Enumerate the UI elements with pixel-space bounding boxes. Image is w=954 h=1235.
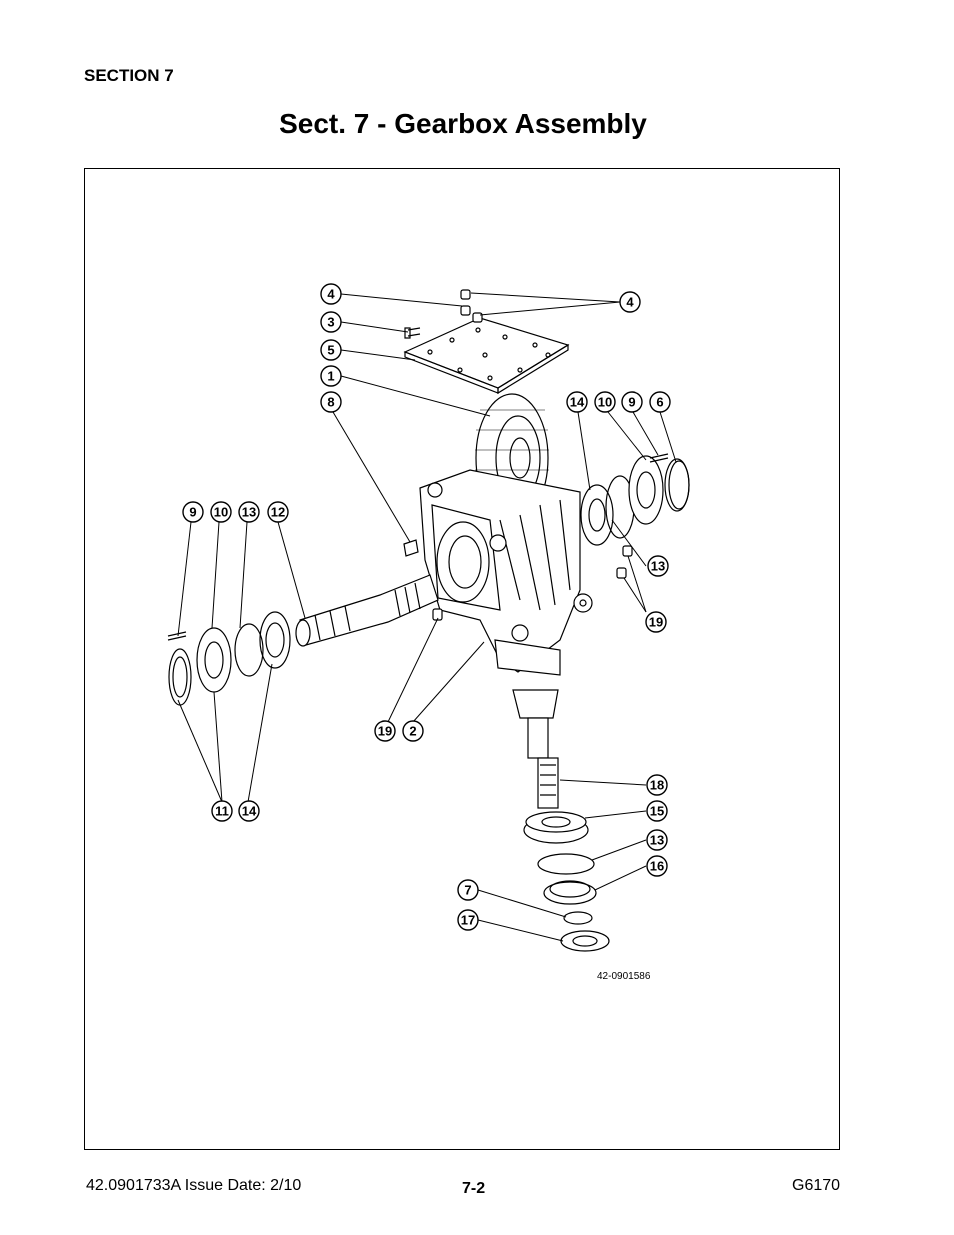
callout-8 xyxy=(320,391,342,413)
right-seal-stack-parts xyxy=(580,453,690,546)
callout-16 xyxy=(646,855,668,877)
callout-6 xyxy=(649,391,671,413)
callout-18-label: 18 xyxy=(650,778,664,793)
callout-13-left-label: 13 xyxy=(242,505,256,520)
callout-14-left xyxy=(238,800,260,822)
diagram-frame xyxy=(84,168,840,1150)
callout-11-label: 11 xyxy=(215,804,229,819)
callout-12 xyxy=(267,501,289,523)
leader-lines xyxy=(177,292,677,942)
callout-10-right xyxy=(594,391,616,413)
callout-7 xyxy=(457,879,479,901)
callout-14-right-label: 14 xyxy=(570,395,585,410)
gearbox-housing-part xyxy=(419,469,593,676)
callout-14-left-label: 14 xyxy=(242,804,257,819)
section-label: SECTION 7 xyxy=(84,66,174,85)
callout-10-left-label: 10 xyxy=(214,505,228,520)
callout-10-left xyxy=(210,501,232,523)
callout-13-bottom xyxy=(646,829,668,851)
callout-6-label: 6 xyxy=(656,395,663,410)
left-seal-stack-parts xyxy=(167,611,291,706)
callout-15 xyxy=(646,800,668,822)
plug-parts-top xyxy=(404,289,483,339)
callout-1 xyxy=(320,365,342,387)
lower-bearing-parts xyxy=(523,811,610,952)
callout-4-left xyxy=(320,283,342,305)
callout-17 xyxy=(457,909,479,931)
callout-16-label: 16 xyxy=(650,859,664,874)
callout-13-right xyxy=(647,555,669,577)
callout-3-label: 3 xyxy=(327,315,334,330)
callout-12-label: 12 xyxy=(271,505,285,520)
breather-part xyxy=(403,539,419,557)
callout-9-right xyxy=(621,391,643,413)
page-title: Sect. 7 - Gearbox Assembly xyxy=(279,108,647,139)
callout-17-label: 17 xyxy=(461,913,475,928)
callout-15-label: 15 xyxy=(650,804,664,819)
drawing-number: 42-0901586 xyxy=(597,971,651,982)
callout-1-label: 1 xyxy=(327,369,334,384)
callout-2-label: 2 xyxy=(409,724,416,739)
callout-9-right-label: 9 xyxy=(628,395,635,410)
callout-5 xyxy=(320,339,342,361)
callout-3 xyxy=(320,311,342,333)
callout-19-bottom-label: 19 xyxy=(378,724,392,739)
callout-9-left xyxy=(182,501,204,523)
callout-13-left xyxy=(238,501,260,523)
callout-19-right xyxy=(645,611,667,633)
callout-19-bottom xyxy=(374,720,396,742)
callout-13-bottom-label: 13 xyxy=(650,833,664,848)
callout-11 xyxy=(211,800,233,822)
footer-page-number: 7-2 xyxy=(462,1180,486,1197)
pinion-shaft-part xyxy=(512,689,559,809)
callout-5-label: 5 xyxy=(327,343,334,358)
callout-8-label: 8 xyxy=(327,395,334,410)
callout-4-right xyxy=(619,291,641,313)
gearbox-exploded-diagram: 4 4 3 5 1 8 14 10 9 6 13 19 9 10 13 12 1… xyxy=(167,283,690,982)
callout-4-left-label: 4 xyxy=(327,287,335,302)
callout-14-right xyxy=(566,391,588,413)
callout-18 xyxy=(646,774,668,796)
callout-4-right-label: 4 xyxy=(626,295,634,310)
input-shaft-part xyxy=(295,574,439,647)
callout-13-right-label: 13 xyxy=(651,559,665,574)
footer-doc-issue: 42.0901733A Issue Date: 2/10 xyxy=(86,1177,302,1194)
callout-19-right-label: 19 xyxy=(649,615,663,630)
plug-parts-right xyxy=(616,545,633,579)
callout-10-right-label: 10 xyxy=(598,395,612,410)
callout-2 xyxy=(402,720,424,742)
footer-model: G6170 xyxy=(792,1177,841,1194)
callout-7-label: 7 xyxy=(464,883,471,898)
callout-9-left-label: 9 xyxy=(189,505,196,520)
cover-plate-part xyxy=(403,317,570,395)
